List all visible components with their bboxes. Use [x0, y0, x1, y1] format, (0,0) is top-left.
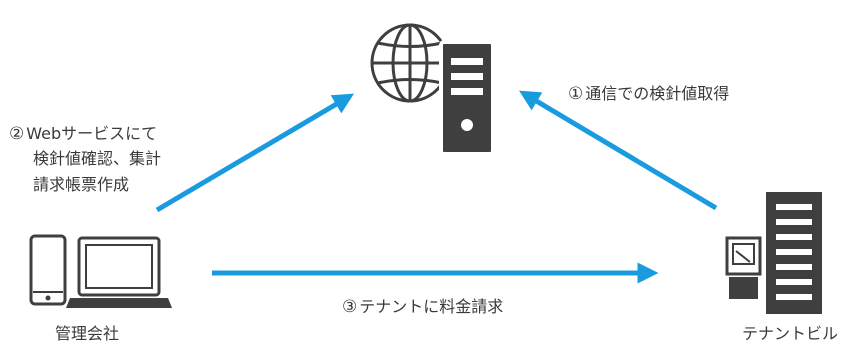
building-meter-icon	[725, 192, 822, 314]
company-label: 管理会社	[55, 324, 120, 343]
step3-text: テナントに料金請求	[359, 297, 504, 316]
step3-number: ③	[342, 297, 358, 317]
step1-text: 通信での検針値取得	[585, 84, 730, 103]
phone-laptop-icon	[29, 234, 172, 308]
arrow-company-to-server	[155, 93, 355, 213]
step1-number: ①	[568, 84, 584, 104]
step2-text-line2: 検針値確認、集計	[33, 149, 162, 168]
step2-number: ②	[9, 124, 25, 144]
building-label: テナントビル	[742, 324, 839, 343]
step2-text-line3: 請求帳票作成	[33, 175, 130, 194]
arrow-building-to-server	[518, 90, 718, 211]
step2-text-line1: Webサービスにて	[26, 124, 158, 143]
globe-server-icon	[370, 23, 495, 156]
